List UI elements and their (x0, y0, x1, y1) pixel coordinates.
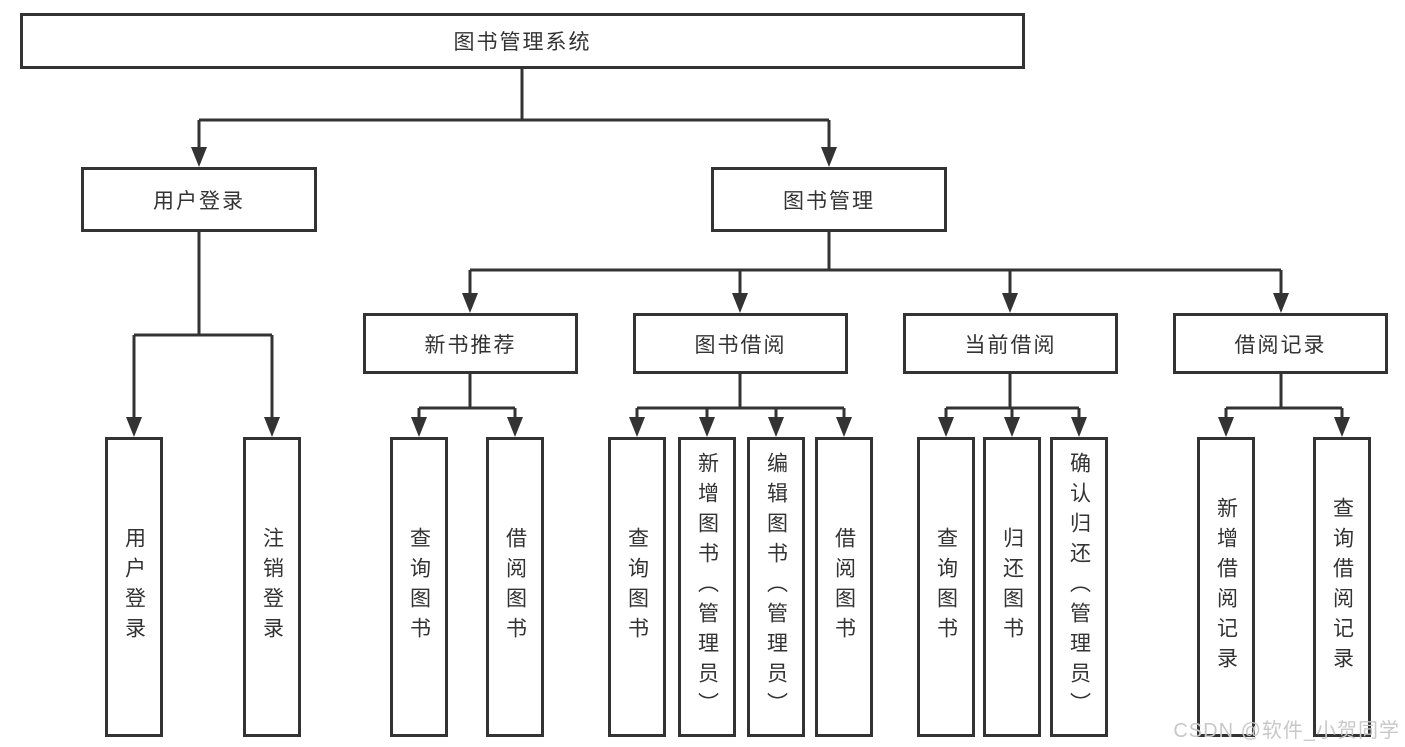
arrow-head (732, 293, 748, 313)
arrow-head (938, 417, 954, 437)
leaf-node-add-borrow-record: 新增借阅记录 (1197, 437, 1255, 737)
arrow-head (191, 147, 207, 167)
connector-borrow-records-branch (1218, 374, 1350, 437)
node-label: 借阅图书 (503, 527, 527, 647)
node-book-borrow: 图书借阅 (633, 313, 848, 374)
connector-current-borrow-branch (938, 374, 1087, 437)
node-label: 查询图书 (934, 527, 958, 647)
arrow-head (507, 417, 523, 437)
leaf-node-add-books-admin: 新增图书（管理员） (678, 437, 736, 737)
leaf-node-user-login: 用户登录 (105, 437, 163, 737)
arrow-head (411, 417, 427, 437)
node-label: 查询图书 (407, 527, 431, 647)
arrow-head (462, 293, 478, 313)
arrow-head (699, 417, 715, 437)
node-label: 注销登录 (260, 527, 284, 647)
arrow-head (821, 147, 837, 167)
node-label: 用户登录 (122, 527, 146, 647)
watermark: CSDN @软件_小贺同学 (1173, 720, 1400, 742)
arrow-head (1002, 293, 1018, 313)
leaf-node-query-books-3: 查询图书 (917, 437, 975, 737)
arrow-head (836, 417, 852, 437)
node-label: 图书借阅 (694, 333, 787, 357)
arrow-head (629, 417, 645, 437)
arrow-head (1218, 417, 1234, 437)
node-label: 查询图书 (625, 527, 649, 647)
leaf-node-borrow-books-2: 借阅图书 (815, 437, 873, 737)
leaf-node-edit-books-admin: 编辑图书（管理员） (747, 437, 805, 737)
connector-user-login-branch (126, 232, 280, 437)
node-label: 归还图书 (1000, 527, 1024, 647)
arrow-head (264, 417, 280, 437)
node-user-login: 用户登录 (81, 167, 317, 232)
node-label: 用户登录 (153, 189, 245, 213)
arrow-head (768, 417, 784, 437)
node-label: 编辑图书（管理员） (764, 452, 788, 722)
connector-new-book-recommend-branch (411, 374, 523, 437)
arrow-head (126, 417, 142, 437)
leaf-node-logout: 注销登录 (243, 437, 301, 737)
leaf-node-query-books-2: 查询图书 (608, 437, 666, 737)
node-label: 图书管理 (783, 189, 875, 213)
node-label: 图书管理系统 (453, 31, 592, 54)
arrow-head (1273, 293, 1289, 313)
leaf-node-query-books-1: 查询图书 (390, 437, 448, 737)
node-current-borrow: 当前借阅 (903, 313, 1118, 374)
node-label: 新增借阅记录 (1214, 497, 1238, 677)
node-label: 借阅记录 (1234, 333, 1327, 357)
arrow-head (1004, 417, 1020, 437)
leaf-node-confirm-return-admin: 确认归还（管理员） (1050, 437, 1108, 737)
node-label: 确认归还（管理员） (1067, 452, 1091, 722)
node-new-book-recommend: 新书推荐 (363, 313, 578, 374)
node-label: 新书推荐 (424, 333, 517, 357)
arrow-head (1334, 417, 1350, 437)
connector-book-borrow-branch (629, 374, 852, 437)
node-label: 当前借阅 (964, 333, 1057, 357)
arrow-head (1071, 417, 1087, 437)
leaf-node-borrow-books-1: 借阅图书 (486, 437, 544, 737)
node-book-management: 图书管理 (711, 167, 947, 232)
node-label: 新增图书（管理员） (695, 452, 719, 722)
connector-book-management-branch (462, 232, 1289, 313)
node-label: 借阅图书 (832, 527, 856, 647)
node-label: 查询借阅记录 (1330, 497, 1354, 677)
connector-root-to-level1 (191, 69, 837, 167)
leaf-node-query-borrow-record: 查询借阅记录 (1313, 437, 1371, 737)
node-library-management-system: 图书管理系统 (20, 13, 1025, 69)
leaf-node-return-books: 归还图书 (983, 437, 1041, 737)
node-borrow-records: 借阅记录 (1173, 313, 1388, 374)
